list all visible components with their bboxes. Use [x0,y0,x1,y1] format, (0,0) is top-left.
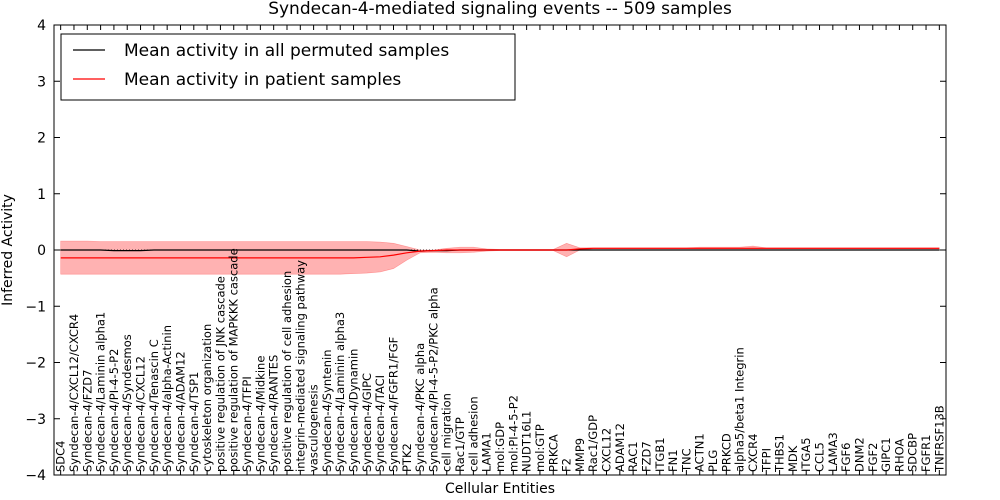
x-tick-label: ITGB1 [653,437,667,472]
legend: Mean activity in all permuted samples Me… [60,33,516,101]
x-tick-label: THBS1 [773,434,787,473]
x-tick-label: PLG [706,450,720,472]
x-tick-label: LAMA1 [480,432,494,472]
x-tick-label: Syndecan-4/RANTES [267,355,281,472]
x-tick-label: DNM2 [853,437,867,472]
x-tick-label: FGF2 [866,443,880,472]
x-tick-label: TNC [679,448,693,473]
x-tick-label: Syndecan-4/PI-4-5-P2 [107,349,121,472]
x-tick-label: TFPI [759,448,773,473]
x-tick-label: MDK [786,445,800,472]
x-tick-label: Syndecan-4/TFPI [240,376,254,472]
legend-label-permuted: Mean activity in all permuted samples [124,41,449,61]
x-tick-label: NUDT16L1 [520,411,534,472]
x-tick-label: Syndecan-4/Tenascin C [147,339,161,472]
x-tick-label: Rac1/GDP [586,415,600,472]
x-tick-label: mol:GDP [493,422,507,472]
x-tick-label: F2 [560,458,574,472]
x-tick-label: PRKCA [546,434,560,472]
x-tick-label: FZD7 [639,441,653,472]
legend-box [60,33,516,101]
y-tick-label: 0 [37,243,46,259]
x-tick-label: CXCL12 [600,428,614,472]
y-tick-label: −1 [25,299,46,315]
series-line-patient [60,247,940,259]
x-tick-label: CXCR4 [746,434,760,472]
x-axis-label: Cellular Entities [445,481,555,497]
y-tick-label: 3 [37,74,46,90]
x-tick-label: CCL5 [813,442,827,472]
x-tick-label: Syndecan-4/Laminin alpha1 [94,312,108,472]
chart-title: Syndecan-4-mediated signaling events -- … [268,0,732,19]
x-tick-label: Syndecan-4/Laminin alpha3 [333,312,347,472]
x-tick-label: Syndecan-4/PI-4-5-P2/PKC alpha [426,287,440,472]
x-tick-label: RHOA [892,439,906,472]
legend-label-patient: Mean activity in patient samples [124,70,401,90]
x-tick-label: mol:PI-4-5-P2 [506,395,520,472]
y-tick-label: 4 [37,18,46,34]
x-tick-label: PRKCD [719,433,733,472]
x-tick-label: cytoskeleton organization [200,324,214,472]
x-tick-label: Syndecan-4/FGFR1/FGF [387,337,401,472]
x-tick-label: positive regulation of cell adhesion [280,271,294,472]
x-tick-label: ITGA5 [799,437,813,472]
x-tick-label: Syndecan-4/Midkine [253,356,267,472]
x-tick-label: LAMA3 [826,432,840,472]
x-tick-label: Rac1/GTP [453,417,467,472]
y-tick-label: 2 [37,131,46,147]
y-tick-label: −3 [25,412,46,428]
x-tick-label: Syndecan-4/Dynamin [347,349,361,472]
y-axis-label: Inferred Activity [0,194,16,306]
x-tick-label: Syndecan-4/Syntenin [320,349,334,472]
x-tick-label: FGF6 [839,443,853,472]
x-tick-label: cell migration [440,393,454,472]
x-tick-label: GIPC1 [879,437,893,472]
x-tick-label: ACTN1 [693,433,707,472]
y-tick-label: 1 [37,187,46,203]
x-tick-label: Syndecan-4/GIPC [360,373,374,472]
x-tick-label: RAC1 [626,441,640,472]
x-tick-label: Syndecan-4/TACI [373,375,387,472]
x-tick-label: Syndecan-4/ADAM12 [174,351,188,472]
x-tick-label: SDCBP [906,433,920,472]
x-tick-label: Syndecan-4/CXCL12/CXCR4 [67,314,81,472]
x-tick-label: Syndecan-4/Syndesmos [120,334,134,472]
x-tick-label: mol:GTP [533,424,547,472]
x-tick-label: vasculogenesis [307,384,321,472]
x-tick-label: SDC4 [54,440,68,472]
x-tick-label: PTK2 [400,443,414,472]
y-tick-label: −4 [25,468,46,484]
x-tick-label: FN1 [666,449,680,472]
x-tick-label: Syndecan-4/PKC alpha [413,343,427,472]
y-tick-label: −2 [25,356,46,372]
x-tick-label: alpha5/beta1 Integrin [733,347,747,472]
x-tick-label: cell adhesion [466,396,480,472]
x-tick-label: ADAM12 [613,423,627,472]
x-tick-label: positive regulation of MAPKKK cascade [227,248,241,472]
x-tick-label: positive regulation of JNK cascade [213,276,227,472]
x-tick-label: Syndecan-4/alpha-Actinin [160,325,174,472]
x-tick-label: Syndecan-4/CXCL12 [134,356,148,472]
y-axis-ticks: −4 −3 −2 −1 0 1 2 3 4 [25,18,946,484]
x-tick-label: TNFRSF13B [932,405,946,473]
x-tick-label: MMP9 [573,438,587,472]
x-tick-label: Syndecan-4/TSP1 [187,372,201,472]
x-tick-label: Syndecan-4/FZD7 [80,370,94,472]
x-tick-label: integrin-mediated signaling pathway [293,260,307,472]
series-layer [60,247,940,259]
x-tick-label: FGFR1 [919,435,933,472]
